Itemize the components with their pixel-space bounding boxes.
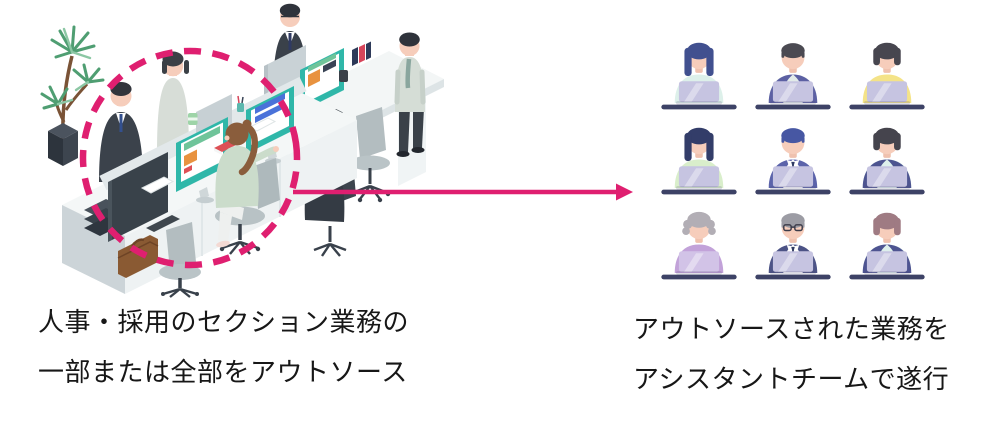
highlight-circle	[79, 47, 301, 269]
assistant-avatar	[755, 128, 831, 195]
assistant-avatar	[755, 213, 831, 280]
plant	[40, 25, 105, 166]
assistant-avatar	[661, 42, 737, 110]
monitor-screen	[176, 117, 228, 204]
standing-worker-woman	[157, 51, 189, 152]
right-caption-line1: アウトソースされた業務を	[633, 314, 950, 344]
assistant-avatar	[755, 43, 831, 110]
assistant-grid	[652, 28, 934, 283]
assistant-avatar	[661, 211, 737, 280]
assistant-seat	[751, 36, 835, 113]
office-illustration	[40, 3, 633, 298]
assistant-avatar	[849, 127, 925, 195]
flow-arrow	[293, 183, 633, 201]
seated-worker-ponytail	[215, 119, 280, 255]
assistant-seat	[657, 206, 741, 283]
assistant-seat	[845, 121, 929, 198]
assistant-seat	[751, 121, 835, 198]
assistant-seat	[657, 121, 741, 198]
assistant-seat	[751, 206, 835, 283]
right-caption-line2: アシスタントチームで遂行	[633, 364, 950, 394]
monitor-screen	[300, 48, 344, 112]
right-caption: アウトソースされた業務を アシスタントチームで遂行	[633, 304, 950, 404]
assistant-seat	[845, 36, 929, 113]
left-caption: 人事・採用のセクション業務の 一部または全部をアウトソース	[38, 297, 409, 397]
standing-worker-right	[394, 32, 426, 157]
left-caption-line1: 人事・採用のセクション業務の	[38, 307, 410, 337]
assistant-seat	[845, 206, 929, 283]
assistant-avatar	[661, 127, 737, 195]
left-caption-line2: 一部または全部をアウトソース	[38, 357, 408, 387]
assistant-avatar	[849, 42, 925, 110]
assistant-seat	[657, 36, 741, 113]
assistant-avatar	[849, 212, 925, 280]
